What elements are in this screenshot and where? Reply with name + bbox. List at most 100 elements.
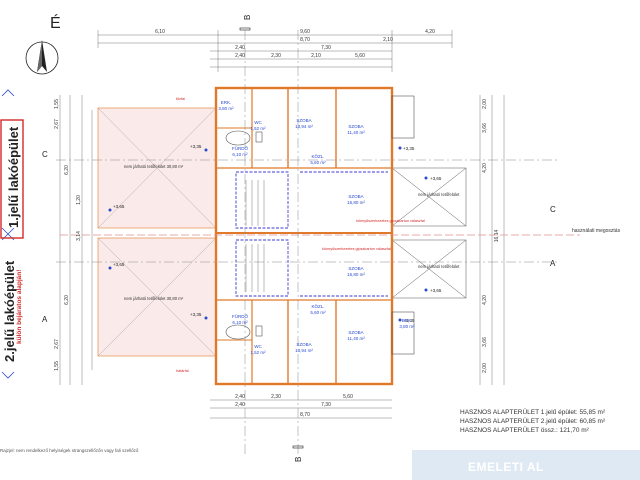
right-dimension-texts: 2,00 3,66 4,20 16,14 4,20 3,66 2,00	[482, 99, 500, 373]
svg-text:5,60 m²: 5,60 m²	[310, 160, 326, 165]
svg-text:nem járható tetőfelület: nem járható tetőfelület	[418, 264, 460, 269]
right-roof-areas	[391, 167, 467, 299]
svg-text:11,40 m²: 11,40 m²	[347, 130, 365, 135]
building-2-note: külön bejáratos alapján!	[16, 269, 23, 344]
area-summary-line-3: HASZNOS ALAPTERÜLET össz.: 121,70 m²	[460, 427, 589, 434]
stairs	[245, 180, 265, 292]
svg-text:6,20: 6,20	[64, 165, 70, 175]
svg-text:5,60: 5,60	[355, 53, 365, 59]
svg-text:WC: WC	[254, 120, 262, 125]
area-summary-line-2: HASZNOS ALAPTERÜLET 2.jelű épület: 60,85…	[460, 418, 606, 425]
svg-text:2,10: 2,10	[311, 53, 321, 59]
svg-text:1,20: 1,20	[76, 195, 82, 205]
bottom-dimension-texts: 2,40 2,30 5,60 2,40 7,30 8,70	[235, 394, 353, 418]
north-letter: É	[50, 13, 61, 32]
svg-text:6,10 m²: 6,10 m²	[232, 320, 248, 325]
svg-text:SZOBA: SZOBA	[348, 330, 363, 335]
svg-text:3,80 m²: 3,80 m²	[218, 106, 234, 111]
building-1-label-frame	[0, 119, 24, 239]
svg-text:+3,35: +3,35	[403, 146, 415, 151]
svg-text:16,80 m²: 16,80 m²	[347, 200, 365, 205]
svg-text:könnyűszerkezetes gipszkarton: könnyűszerkezetes gipszkarton válaszfal	[356, 219, 425, 223]
left-dimension-lines	[59, 95, 93, 385]
svg-text:KÖZL.: KÖZL.	[311, 303, 324, 309]
svg-text:SZOBA: SZOBA	[296, 342, 311, 347]
roof-notes: nem járható tetőfelület 30,80 m² nem jár…	[124, 164, 460, 301]
svg-text:2,30: 2,30	[271, 53, 281, 59]
svg-text:ERK.: ERK.	[402, 318, 413, 323]
level-markers	[108, 146, 428, 322]
section-tags: B B C C A A	[42, 15, 556, 462]
svg-text:1,52 m²: 1,52 m²	[250, 350, 266, 355]
svg-text:határfal: határfal	[176, 369, 189, 373]
svg-text:nem járható tetőfelület 30,80: nem járható tetőfelület 30,80 m²	[124, 164, 184, 169]
svg-text:2,00: 2,00	[482, 99, 488, 109]
north-arrow	[25, 40, 59, 75]
svg-text:+3,65: +3,65	[430, 176, 442, 181]
section-lines	[56, 30, 560, 455]
svg-text:2,10: 2,10	[383, 37, 393, 43]
svg-text:SZOBA: SZOBA	[348, 194, 363, 199]
svg-text:C: C	[42, 150, 48, 159]
svg-text:nem járható tetőfelület: nem járható tetőfelület	[418, 192, 460, 197]
sheet-title: EMELETI AL	[468, 460, 544, 474]
svg-text:+3,35: +3,35	[190, 312, 202, 317]
building-2-label: 2.jelű lakóépület	[2, 260, 17, 362]
svg-text:könnyűszerkezetes gipszkarton: könnyűszerkezetes gipszkarton válaszfal	[322, 247, 391, 251]
svg-text:2,40: 2,40	[235, 53, 245, 59]
svg-text:2,40: 2,40	[235, 45, 245, 51]
svg-text:13,94 m²: 13,94 m²	[295, 348, 313, 353]
svg-text:FÜRDŐ: FÜRDŐ	[232, 313, 248, 319]
svg-text:13,94 m²: 13,94 m²	[295, 124, 313, 129]
svg-text:6,20: 6,20	[64, 295, 70, 305]
svg-text:8,70: 8,70	[300, 37, 310, 43]
svg-text:7,30: 7,30	[321, 45, 331, 51]
svg-text:6,10 m²: 6,10 m²	[232, 152, 248, 157]
svg-text:2,00: 2,00	[482, 363, 488, 373]
svg-text:SZOBA: SZOBA	[296, 118, 311, 123]
top-dimension-texts: 6,10 9,60 4,20 8,70 2,10 2,40 7,30 2,40 …	[155, 29, 435, 59]
svg-text:2,30: 2,30	[271, 394, 281, 400]
right-dimension-lines	[479, 95, 505, 385]
svg-text:SZOBA: SZOBA	[348, 124, 363, 129]
top-dimension-lines	[97, 30, 453, 72]
title-band	[412, 450, 640, 480]
svg-text:8,70: 8,70	[300, 412, 310, 418]
svg-text:+3,35: +3,35	[190, 144, 202, 149]
svg-text:SZOBA: SZOBA	[348, 266, 363, 271]
svg-text:2,67: 2,67	[54, 119, 60, 129]
svg-text:+3,65: +3,65	[113, 204, 125, 209]
bottom-dimension-lines	[210, 399, 392, 419]
svg-text:+3,65: +3,65	[430, 288, 442, 293]
svg-text:B: B	[243, 15, 252, 20]
legend-footnote: Rajzjel: nem rendelkező helyiségek stran…	[0, 448, 139, 453]
building-1-label: 1.jelű lakóépület	[6, 126, 21, 228]
left-dimension-texts: 1,55 2,67 6,20 1,20 3,14 6,20 2,67 1,55	[54, 99, 82, 371]
svg-text:5,60: 5,60	[343, 394, 353, 400]
svg-text:16,14: 16,14	[494, 230, 500, 243]
partition-notes: tűzfal határfal könnyűszerkezetes gipszk…	[176, 97, 425, 373]
svg-text:3,66: 3,66	[482, 337, 488, 347]
svg-text:2,67: 2,67	[54, 339, 60, 349]
svg-text:6,10: 6,10	[155, 29, 165, 35]
balconies	[391, 95, 415, 355]
svg-text:4,20: 4,20	[482, 295, 488, 305]
svg-text:+3,65: +3,65	[113, 262, 125, 267]
building-walls	[214, 86, 394, 386]
level-labels: +3,35 +3,35 +3,65 +3,65 +3,35 +3,35 +3,6…	[113, 144, 442, 323]
svg-text:B: B	[294, 457, 303, 462]
svg-text:11,40 m²: 11,40 m²	[347, 336, 365, 341]
svg-text:3,66: 3,66	[482, 123, 488, 133]
svg-text:4,20: 4,20	[482, 163, 488, 173]
property-line-label: használati megosztás	[572, 228, 621, 234]
svg-text:A: A	[550, 259, 556, 268]
left-roof-areas	[97, 107, 217, 357]
svg-text:KÖZL.: KÖZL.	[311, 153, 324, 159]
svg-text:ERK.: ERK.	[221, 100, 232, 105]
svg-text:A: A	[42, 315, 48, 324]
section-markers	[239, 27, 304, 449]
svg-text:1,55: 1,55	[54, 99, 60, 109]
svg-text:4,20: 4,20	[425, 29, 435, 35]
room-labels: SZOBA 13,94 m² SZOBA 11,40 m² FÜRDŐ 6,10…	[218, 100, 415, 355]
